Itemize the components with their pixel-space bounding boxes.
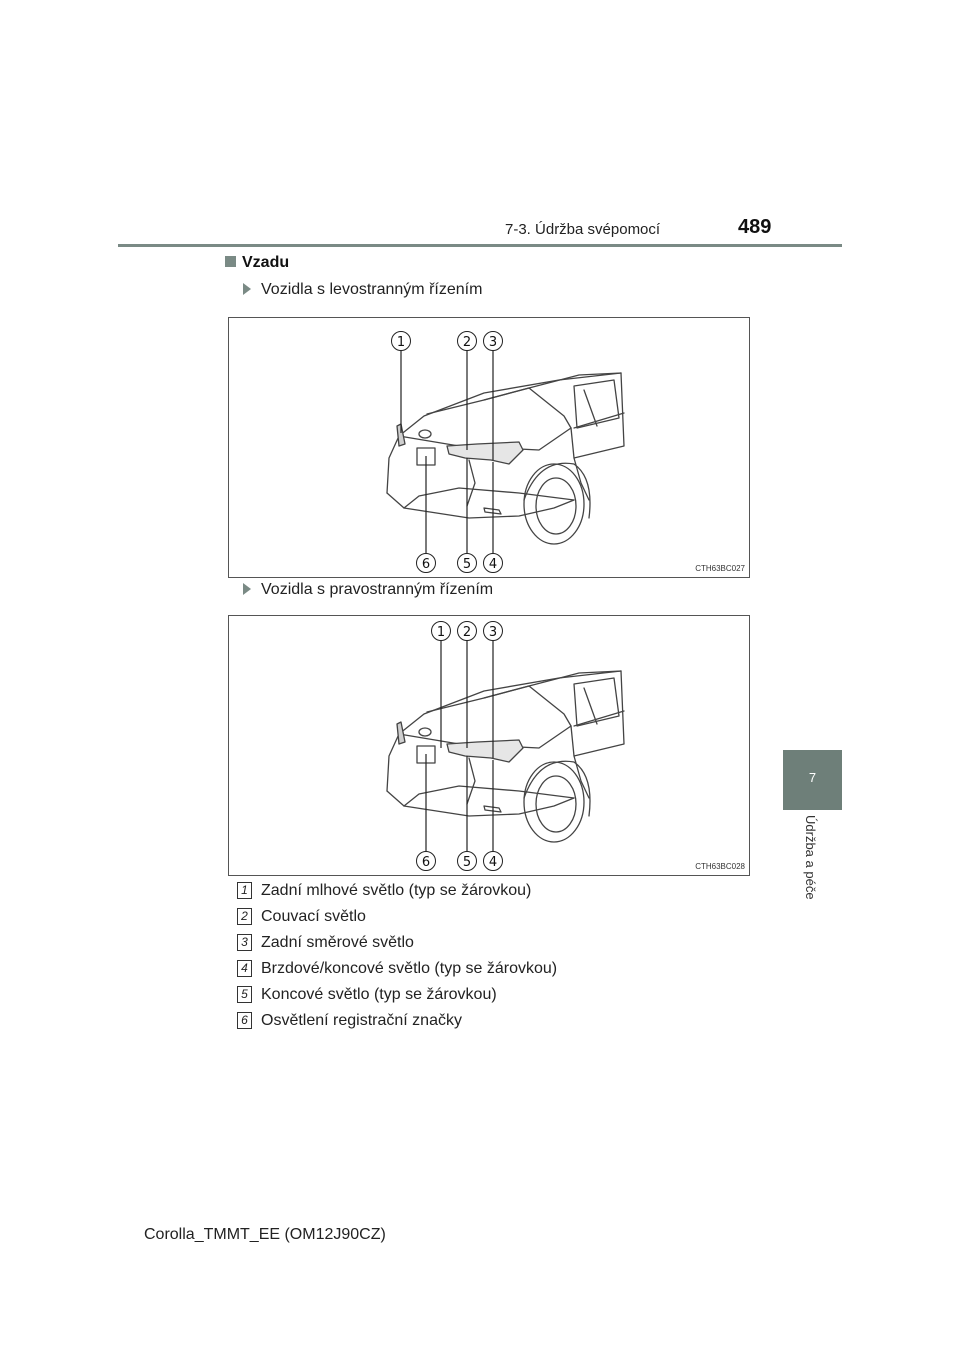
triangle-bullet-icon <box>243 583 251 595</box>
figure-2-caption-text: Vozidla s pravostranným řízením <box>261 581 494 598</box>
callout-3: 3 <box>489 625 497 640</box>
legend-text: Couvací světlo <box>261 908 366 925</box>
list-item: 1 Zadní mlhové světlo (typ se žárovkou) <box>237 881 557 901</box>
legend-list: 1 Zadní mlhové světlo (typ se žárovkou) 2… <box>237 881 557 1031</box>
figure-1-caption-text: Vozidla s levostranným řízením <box>261 281 483 298</box>
chapter-tab <box>783 750 842 810</box>
square-bullet-icon <box>225 256 236 267</box>
section-heading: Vzadu <box>225 254 289 272</box>
legend-number: 2 <box>237 908 252 925</box>
legend-text: Brzdové/koncové světlo (typ se žárovkou) <box>261 960 558 977</box>
legend-text: Zadní směrové světlo <box>261 934 414 951</box>
callout-2: 2 <box>463 625 471 640</box>
callout-2: 2 <box>463 335 471 350</box>
callout-4: 4 <box>489 855 497 870</box>
list-item: 3 Zadní směrové světlo <box>237 933 557 953</box>
legend-text: Koncové světlo (typ se žárovkou) <box>261 986 497 1003</box>
section-heading-text: Vzadu <box>242 254 290 271</box>
legend-number: 1 <box>237 882 252 899</box>
list-item: 4 Brzdové/koncové světlo (typ se žárovkou… <box>237 959 557 979</box>
document-footer: Corolla_TMMT_EE (OM12J90CZ) <box>144 1226 386 1243</box>
list-item: 6 Osvětlení registrační značky <box>237 1011 557 1031</box>
chapter-tab-number: 7 <box>808 770 817 785</box>
chapter-tab-title: Údržba a péče <box>802 815 822 915</box>
callout-6: 6 <box>422 855 430 870</box>
legend-text: Osvětlení registrační značky <box>261 1012 462 1029</box>
page-number: 489 <box>738 216 772 238</box>
triangle-bullet-icon <box>243 283 251 295</box>
legend-number: 5 <box>237 986 252 1003</box>
figure-2-caption: Vozidla s pravostranným řízením <box>243 581 493 599</box>
figure-2-code: CTH63BC028 <box>695 862 745 871</box>
list-item: 5 Koncové světlo (typ se žárovkou) <box>237 985 557 1005</box>
list-item: 2 Couvací světlo <box>237 907 557 927</box>
callout-1: 1 <box>397 335 405 350</box>
callout-3: 3 <box>489 335 497 350</box>
figure-1-caption: Vozidla s levostranným řízením <box>243 281 482 299</box>
callout-6: 6 <box>422 557 430 572</box>
legend-number: 3 <box>237 934 252 951</box>
legend-text: Zadní mlhové světlo (typ se žárovkou) <box>261 882 532 899</box>
callout-5: 5 <box>463 557 471 572</box>
header-section-title: 7-3. Údržba svépomocí <box>505 221 661 238</box>
figure-rhd-rear-lights: 1 2 3 6 5 4 CTH63BC028 <box>228 615 750 876</box>
legend-number: 6 <box>237 1012 252 1029</box>
callout-5: 5 <box>463 855 471 870</box>
legend-number: 4 <box>237 960 252 977</box>
figure-1-code: CTH63BC027 <box>695 564 745 573</box>
callout-1: 1 <box>437 625 445 640</box>
figure-lhd-rear-lights: 1 2 3 6 5 4 CTH63BC027 <box>228 317 750 578</box>
callout-4: 4 <box>489 557 497 572</box>
chapter-tab-title-text: Údržba a péče <box>803 815 818 900</box>
car-rear-illustration-lhd: 1 2 3 6 5 4 <box>386 331 625 573</box>
car-rear-illustration-rhd: 1 2 3 6 5 4 <box>386 621 625 871</box>
header-divider <box>118 244 842 247</box>
